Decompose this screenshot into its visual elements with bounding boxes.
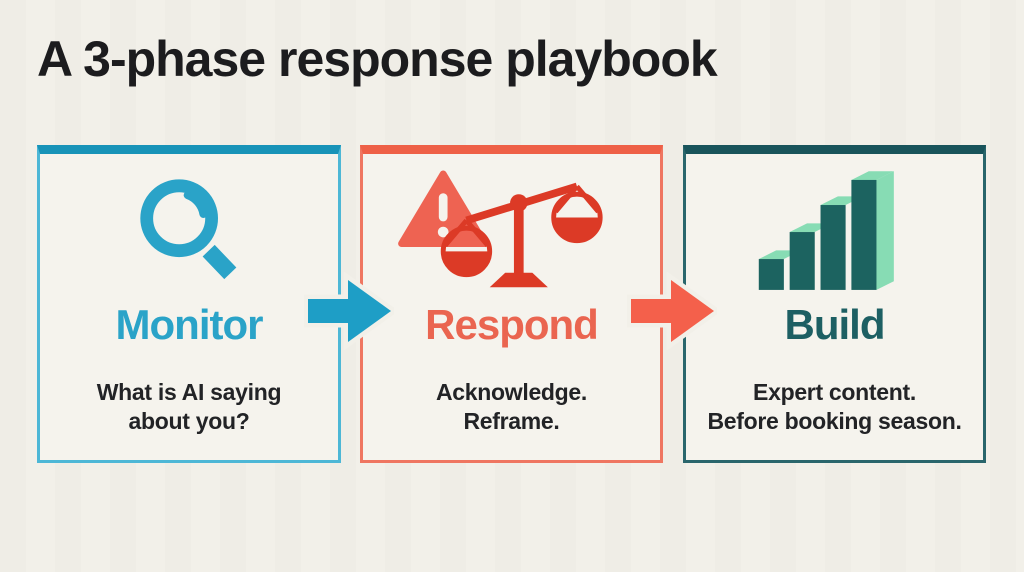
phase-card-build: Build Expert content. Before booking seas… — [683, 145, 986, 463]
phase-name-respond: Respond — [425, 301, 599, 348]
balance-scale-icon — [440, 182, 603, 288]
desc-line: Acknowledge. — [435, 379, 588, 405]
page-title: A 3-phase response playbook — [37, 31, 718, 87]
desc-line: Before booking season. — [707, 408, 962, 434]
desc-line: What is AI saying — [96, 379, 282, 405]
phase-name-build: Build — [784, 301, 886, 348]
growth-stairs-icon — [753, 170, 917, 296]
desc-line: about you? — [128, 408, 250, 434]
isometric-bars — [758, 171, 894, 290]
phase-name-monitor: Monitor — [115, 301, 264, 348]
phase-desc-respond: Acknowledge. Reframe. — [436, 378, 587, 436]
phase-card-monitor: Monitor What is AI saying about you? — [37, 145, 341, 463]
arrow-respond-to-build-icon — [627, 272, 717, 350]
phase-desc-monitor: What is AI saying about you? — [96, 378, 282, 436]
desc-line: Reframe. — [463, 408, 560, 434]
phase-desc-build: Expert content. Before booking season. — [707, 378, 961, 436]
arrow-monitor-to-respond-icon — [304, 272, 394, 350]
warning-triangle-icon — [397, 170, 488, 248]
magnifier-icon — [130, 170, 248, 296]
desc-line: Expert content. — [753, 379, 916, 405]
phase-card-respond: Respond Acknowledge. Reframe. — [360, 145, 663, 463]
warning-scale-icon — [397, 170, 626, 296]
